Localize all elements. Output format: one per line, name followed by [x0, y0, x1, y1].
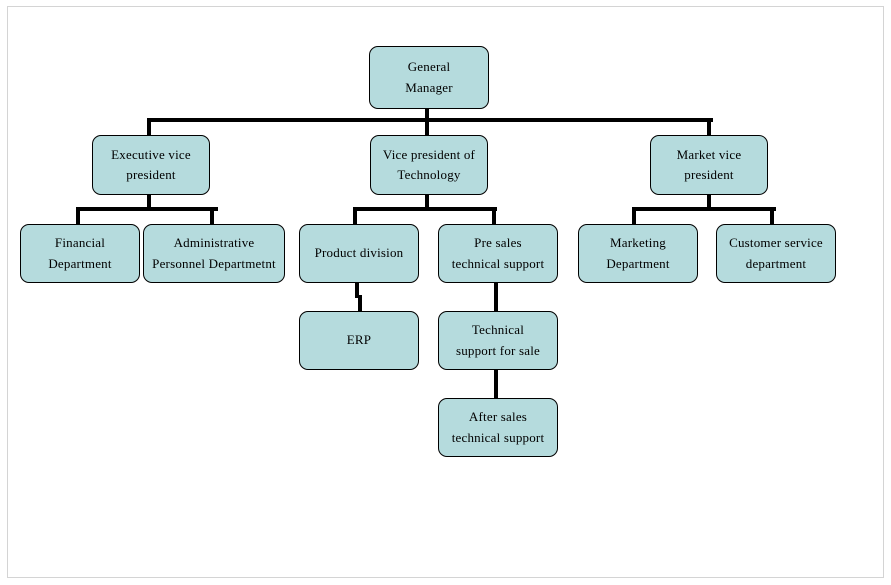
node-general-manager[interactable]: General Manager: [369, 46, 489, 109]
connector-mvp-bus: [632, 207, 776, 211]
connector-gm-drop: [425, 109, 429, 123]
connector-vpt-drop: [425, 120, 429, 137]
node-after-sales-technical-support[interactable]: After sales technical support: [438, 398, 558, 457]
node-market-vice-president[interactable]: Market vice president: [650, 135, 768, 195]
connector-prod-erp-upper: [355, 283, 359, 298]
connector-presales-tss: [494, 283, 498, 312]
node-label-customer-service-department: Customer service department: [729, 235, 823, 271]
node-label-after-sales-technical-support: After sales technical support: [451, 409, 545, 445]
node-product-division[interactable]: Product division: [299, 224, 419, 283]
node-executive-vice-president[interactable]: Executive vice president: [92, 135, 210, 195]
connector-mkt-drop: [632, 209, 636, 226]
connector-mvp-drop: [707, 120, 711, 137]
connector-fin-drop: [76, 209, 80, 226]
node-vice-president-of-technology[interactable]: Vice president of Technology: [370, 135, 488, 195]
node-label-general-manager: General Manager: [405, 59, 453, 95]
node-label-vice-president-of-technology: Vice president of Technology: [382, 146, 476, 182]
connector-evp-bus: [76, 207, 218, 211]
node-label-financial-department: Financial Department: [48, 235, 112, 271]
connector-vpt-bus: [353, 207, 497, 211]
node-label-marketing-department: Marketing Department: [606, 235, 670, 271]
connector-cust-drop: [770, 209, 774, 226]
node-erp[interactable]: ERP: [299, 311, 419, 370]
connector-prod-drop: [353, 209, 357, 226]
node-label-executive-vice-president: Executive vice president: [111, 146, 191, 182]
node-label-erp: ERP: [346, 332, 372, 348]
connector-presales-drop: [492, 209, 496, 226]
node-technical-support-for-sale[interactable]: Technical support for sale: [438, 311, 558, 370]
node-marketing-department[interactable]: Marketing Department: [578, 224, 698, 283]
connector-level1-bus: [147, 118, 713, 122]
connector-mvp-stem: [707, 195, 711, 211]
connector-prod-erp-lower: [358, 295, 362, 312]
connector-evp-stem: [147, 195, 151, 211]
node-label-pre-sales-technical-support: Pre sales technical support: [451, 235, 545, 271]
connector-tss-ats: [494, 370, 498, 399]
node-administrative-personnel-departmetnt[interactable]: Administrative Personnel Departmetnt: [143, 224, 285, 283]
connector-vpt-stem: [425, 195, 429, 211]
node-label-technical-support-for-sale: Technical support for sale: [455, 322, 541, 358]
connector-adm-drop: [210, 209, 214, 226]
connector-evp-drop: [147, 120, 151, 137]
node-customer-service-department[interactable]: Customer service department: [716, 224, 836, 283]
node-label-administrative-personnel-departmetnt: Administrative Personnel Departmetnt: [152, 235, 276, 271]
node-pre-sales-technical-support[interactable]: Pre sales technical support: [438, 224, 558, 283]
node-financial-department[interactable]: Financial Department: [20, 224, 140, 283]
node-label-product-division: Product division: [314, 245, 404, 261]
node-label-market-vice-president: Market vice president: [676, 146, 742, 182]
